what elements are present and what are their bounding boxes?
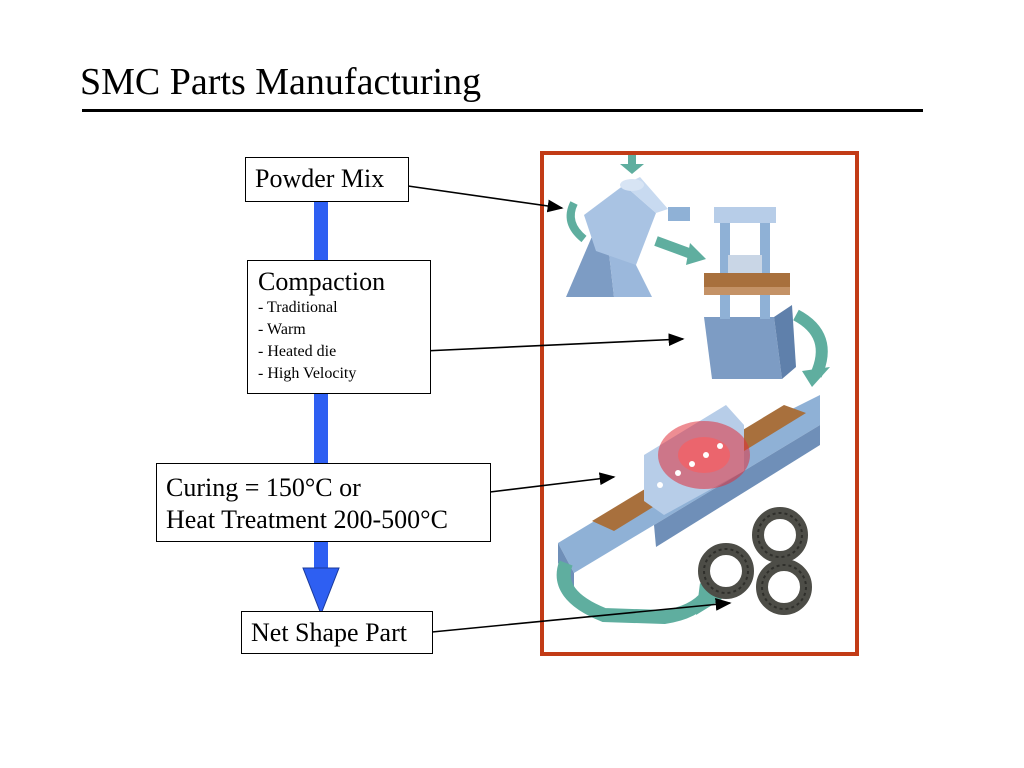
powder-mix-label: Powder Mix [255,164,385,193]
net-shape-box: Net Shape Part [241,611,433,654]
compaction-box: Compaction - Traditional - Warm - Heated… [247,260,431,394]
input-arrow-icon [620,155,644,174]
curing-line-1: Curing = 150°C or [166,473,361,502]
powder-mix-box: Powder Mix [245,157,409,202]
furnace-icon [556,395,820,625]
title-rule [82,109,923,112]
slide-title: SMC Parts Manufacturing [80,61,482,103]
flow-arrow-stem-2 [314,392,328,466]
compaction-item: - Warm [258,321,306,338]
compaction-title: Compaction [258,267,386,296]
net-shape-label: Net Shape Part [251,618,407,647]
net-shape-parts-icon [698,507,812,615]
flow-arrow-stem-1 [314,200,328,262]
press-icon [704,207,830,387]
process-illustration-panel [540,151,859,656]
curing-line-2: Heat Treatment 200-500°C [166,505,448,534]
compaction-item: - Heated die [258,343,337,360]
mixer-icon [566,177,706,297]
compaction-item: - Traditional [258,299,338,316]
process-illustration [556,155,830,625]
curing-box: Curing = 150°C or Heat Treatment 200-500… [156,463,491,542]
connector-powder-mix [407,185,564,213]
compaction-item: - High Velocity [258,365,357,382]
flow-arrow-stem-3 [314,540,328,570]
